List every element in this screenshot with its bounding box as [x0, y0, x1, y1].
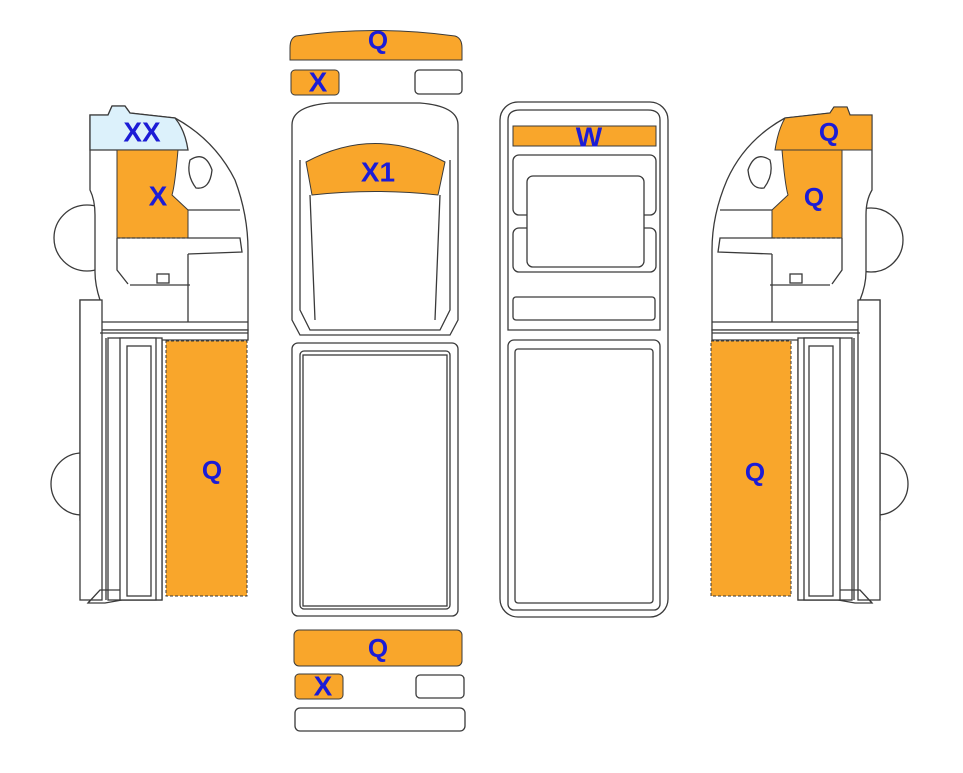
rear-bumper-strip [293, 629, 463, 667]
left-windshield-corner-panel [89, 105, 189, 151]
left-cargo-rear-edge [79, 299, 103, 601]
rear-small-panel-right [415, 674, 465, 699]
top-cab-outline [291, 102, 459, 336]
right-step [840, 589, 873, 604]
label-right-door-window: Q [804, 182, 824, 212]
top-cab-pillars [309, 194, 441, 321]
label-front-small-left: X [309, 67, 328, 98]
rear-window [526, 175, 645, 268]
left-door-handle [156, 273, 170, 284]
front-small-panel-right [414, 69, 463, 95]
right-door-handle [789, 273, 803, 284]
left-door-lines [116, 209, 243, 322]
rear-small-panel-left [294, 673, 344, 700]
rear-view-upper [507, 109, 661, 331]
right-cargo-rear-edge [857, 299, 881, 601]
front-bumper-strip [289, 30, 463, 61]
rear-step-panel [294, 707, 466, 732]
rear-panels [293, 629, 466, 732]
label-rear-bumper-strip: Q [368, 633, 388, 663]
left-cargo-side-panel [165, 340, 248, 597]
left-step [87, 589, 120, 604]
right-mirror [747, 156, 772, 189]
left-rear-door-window [126, 345, 152, 597]
right-cab-top-panel [774, 106, 873, 151]
panel-labels: XX X Q Q X X1 W Q X Q Q Q [123, 25, 839, 702]
label-left-door-window: X [149, 181, 168, 212]
right-door-lines [717, 209, 843, 322]
label-rear-top-band: W [576, 122, 603, 153]
label-front-bumper-strip: Q [368, 25, 388, 55]
front-small-panel-left [290, 69, 340, 96]
left-mirror [188, 156, 213, 189]
label-left-windshield-corner: XX [123, 117, 161, 148]
rear-top-band [512, 125, 657, 147]
label-left-cargo-side: Q [202, 455, 222, 485]
label-right-cab-top: Q [819, 117, 839, 147]
label-rear-small-left: X [314, 671, 333, 702]
top-view [289, 30, 463, 617]
label-right-cargo-side: Q [745, 457, 765, 487]
rear-door-inner [514, 348, 654, 604]
label-roof-front: X1 [361, 157, 395, 188]
right-rear-door-window [808, 345, 834, 597]
top-cargo-roof [302, 354, 448, 607]
roof-front-panel [305, 143, 446, 196]
top-cab-inner [299, 160, 451, 331]
left-door-window-panel [116, 149, 189, 239]
right-cargo-side-panel [710, 340, 792, 597]
left-side-view [50, 105, 249, 604]
rear-view [499, 101, 669, 618]
rear-lower-band [512, 296, 656, 321]
right-side-view [710, 106, 909, 604]
